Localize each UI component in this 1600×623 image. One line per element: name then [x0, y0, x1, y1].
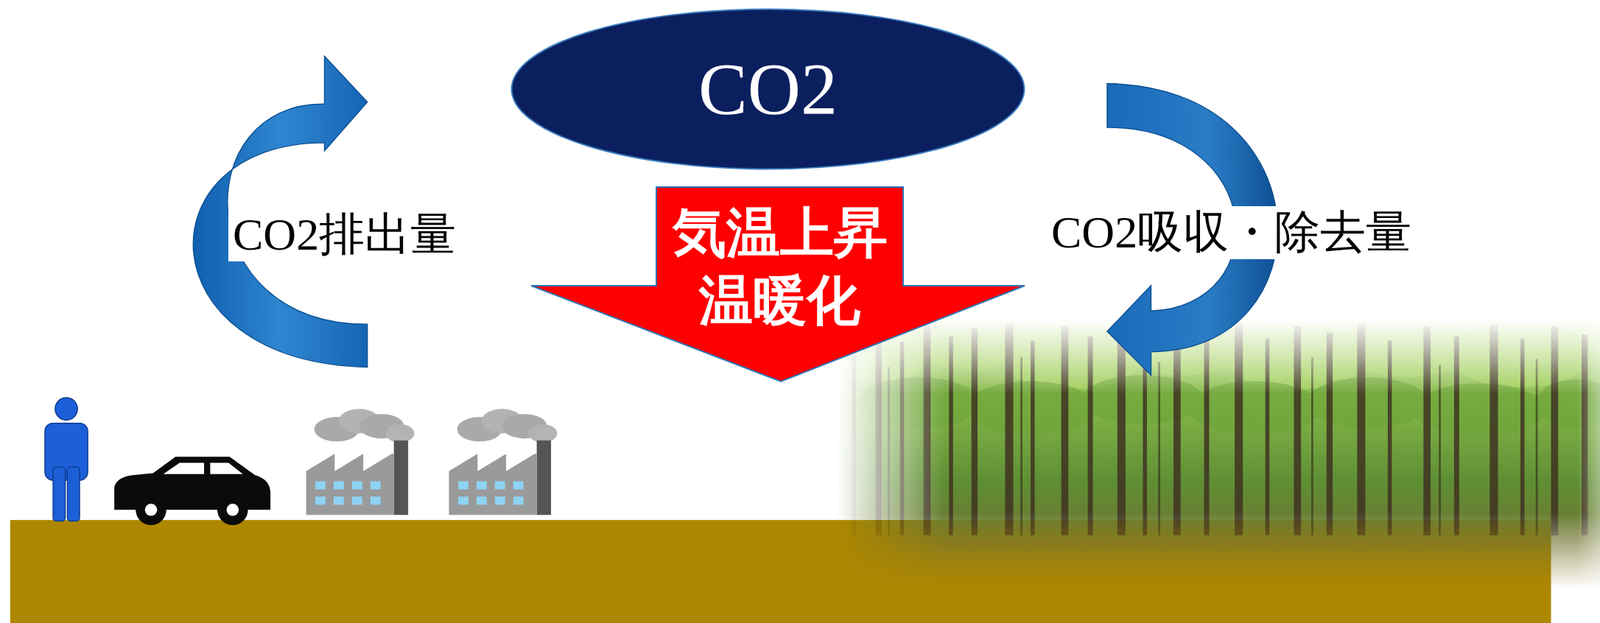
forest-picture — [1535, 358, 1539, 536]
forest-picture — [971, 328, 978, 536]
factory-icon — [306, 453, 395, 515]
factory-icon — [386, 424, 415, 443]
factory-icon — [352, 496, 363, 505]
warming-arrow-shape — [531, 187, 1025, 382]
forest-picture — [1081, 375, 1204, 425]
forest-picture — [1306, 377, 1429, 428]
factory-icon — [513, 496, 524, 505]
node-text: 気温上昇 温暖化 — [656, 186, 904, 335]
car-icon — [114, 456, 271, 526]
forest-picture — [923, 324, 932, 536]
warming-arrow: 気温上昇 温暖化 — [530, 186, 1026, 383]
forest-picture — [887, 357, 1538, 536]
forest-picture — [852, 336, 857, 536]
forest-picture — [1489, 324, 1498, 536]
factory-icon — [537, 440, 552, 515]
car-icon — [114, 456, 271, 510]
person-icon — [55, 397, 78, 420]
forest-picture — [1234, 324, 1243, 536]
node-text: CO2 — [698, 48, 838, 130]
flow-label: CO2吸収・除去量 — [1046, 206, 1416, 259]
forest-picture — [1173, 328, 1181, 536]
forest-picture — [1520, 338, 1525, 536]
forest-picture — [1311, 357, 1314, 536]
forest-picture — [887, 366, 890, 535]
forest-picture — [1088, 336, 1094, 536]
forest-picture — [1004, 324, 1013, 536]
person-icon — [44, 397, 88, 522]
factory-icon — [513, 481, 524, 490]
factory-icon — [476, 496, 487, 505]
car-icon — [209, 463, 243, 475]
factory-icon — [333, 481, 345, 490]
pool-ellipse: CO2 — [510, 8, 1026, 171]
forest-picture — [1020, 357, 1023, 536]
factory-icon — [315, 481, 381, 506]
factory-icon — [458, 481, 469, 490]
forest-picture — [1117, 324, 1126, 536]
forest-picture — [1158, 362, 1161, 536]
forest-picture — [1413, 383, 1547, 437]
forest-picture — [1387, 340, 1393, 535]
person-icon — [44, 423, 88, 482]
factory-icon — [495, 496, 506, 505]
forest-picture — [948, 336, 954, 536]
forest-picture — [1061, 326, 1069, 536]
flow-label: CO2排出量 — [228, 208, 461, 261]
factory-icon — [448, 453, 537, 515]
car-icon — [163, 463, 205, 475]
forest-picture — [821, 313, 1600, 590]
factory-icon — [394, 440, 409, 515]
factory-icon — [495, 481, 506, 490]
factory-icon — [448, 408, 557, 515]
forest-picture — [852, 324, 1589, 536]
factory-icon — [476, 481, 487, 490]
car-icon — [145, 503, 158, 517]
car-icon — [135, 495, 167, 526]
forest-picture — [1142, 342, 1147, 536]
factory-icon — [315, 481, 326, 490]
forest-picture — [1265, 338, 1270, 536]
forest-picture — [1423, 326, 1431, 536]
forest-picture — [1204, 336, 1210, 536]
factory-icon — [333, 496, 345, 505]
forest-picture — [1326, 332, 1333, 536]
forest-picture — [1581, 334, 1588, 536]
forest-picture — [1454, 336, 1460, 536]
factory-icon — [306, 408, 415, 515]
forest-picture — [821, 313, 1600, 590]
forest-picture — [1030, 340, 1035, 535]
forest-picture — [1438, 365, 1441, 536]
person-icon — [67, 467, 80, 521]
forest-picture — [857, 375, 1600, 437]
car-icon — [226, 503, 240, 517]
forest-picture — [1535, 379, 1600, 428]
forest-picture — [875, 326, 882, 536]
forest-picture — [1293, 326, 1301, 536]
car-icon — [217, 495, 249, 526]
factory-icon — [352, 481, 363, 490]
factory-icon — [315, 496, 326, 505]
forest-picture — [1356, 324, 1366, 536]
pool-ellipse-shape — [511, 9, 1025, 170]
forest-picture — [900, 341, 905, 536]
person-icon — [53, 467, 66, 521]
forest-picture — [1551, 326, 1559, 536]
factory-icon — [370, 496, 381, 505]
factory-icon — [370, 481, 381, 490]
factory-icon — [458, 496, 469, 505]
factory-icon — [528, 424, 558, 443]
factory-icon — [458, 481, 524, 506]
